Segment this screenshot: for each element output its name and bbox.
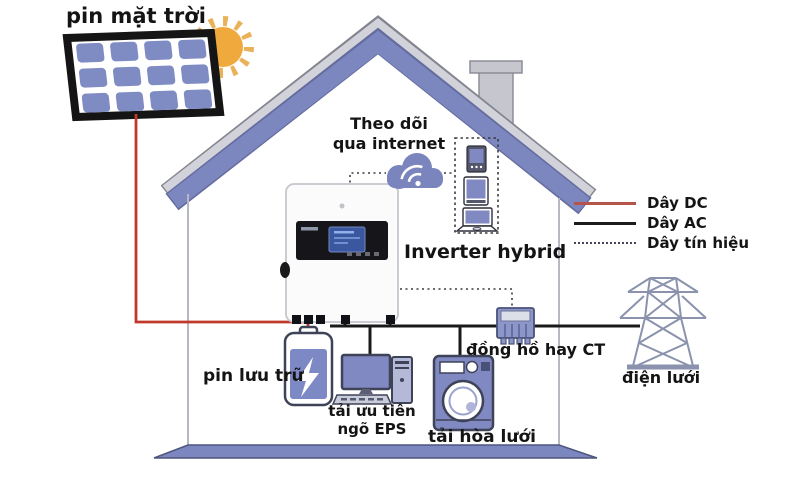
grid-load-icon xyxy=(432,354,495,432)
battery-icon xyxy=(283,325,334,407)
laptop-icon xyxy=(455,207,499,232)
grid-label: điện lưới xyxy=(622,368,701,387)
eps-load-label: tải ưu tiên ngõ EPS xyxy=(326,402,418,439)
battery-label: pin lưu trữ xyxy=(203,366,304,386)
tablet-icon xyxy=(463,176,489,206)
monitoring-label-line1: Theo dõi xyxy=(350,114,428,133)
dc-line-swatch xyxy=(574,201,636,205)
house-floor xyxy=(153,444,598,459)
cloud-icon xyxy=(387,153,443,189)
inverter-icon xyxy=(280,183,399,324)
wifi-icon xyxy=(400,164,423,187)
inverter-label: Inverter hybrid xyxy=(404,241,567,263)
legend-item-dc: Dây DC xyxy=(574,193,749,213)
house-roof xyxy=(160,15,597,215)
grid-tower-icon xyxy=(619,277,707,370)
meter-label: đồng hồ hay CT xyxy=(466,340,606,359)
monitoring-label-line2: qua internet xyxy=(332,133,446,153)
meter-icon xyxy=(496,307,535,345)
grid-load-label: tải hòa lưới xyxy=(428,427,536,447)
eps-load-label-line2: ngõ EPS xyxy=(337,420,407,439)
solar-panel-label: pin mặt trời xyxy=(66,4,206,28)
signal-line-swatch xyxy=(574,242,636,244)
eps-load-icon xyxy=(331,353,413,405)
monitoring-label: Theo dõi qua internet xyxy=(328,114,450,153)
solar-panel-icon xyxy=(62,28,225,122)
legend-label-ac: Dây AC xyxy=(647,214,707,232)
eps-load-label-line1: tải ưu tiên xyxy=(328,402,416,420)
phone-icon xyxy=(466,145,487,173)
lightning-bolt-icon xyxy=(297,357,319,397)
ac-line-swatch xyxy=(574,221,636,225)
signal-wires xyxy=(349,172,513,308)
inverter-terminals xyxy=(292,315,395,324)
monitoring-devices xyxy=(454,137,499,234)
legend: Dây DC Dây AC Dây tín hiệu xyxy=(574,193,749,253)
legend-item-ac: Dây AC xyxy=(574,213,749,233)
legend-label-dc: Dây DC xyxy=(647,194,708,212)
house-walls xyxy=(187,194,560,445)
legend-item-signal: Dây tín hiệu xyxy=(574,233,749,253)
legend-label-signal: Dây tín hiệu xyxy=(647,234,749,252)
